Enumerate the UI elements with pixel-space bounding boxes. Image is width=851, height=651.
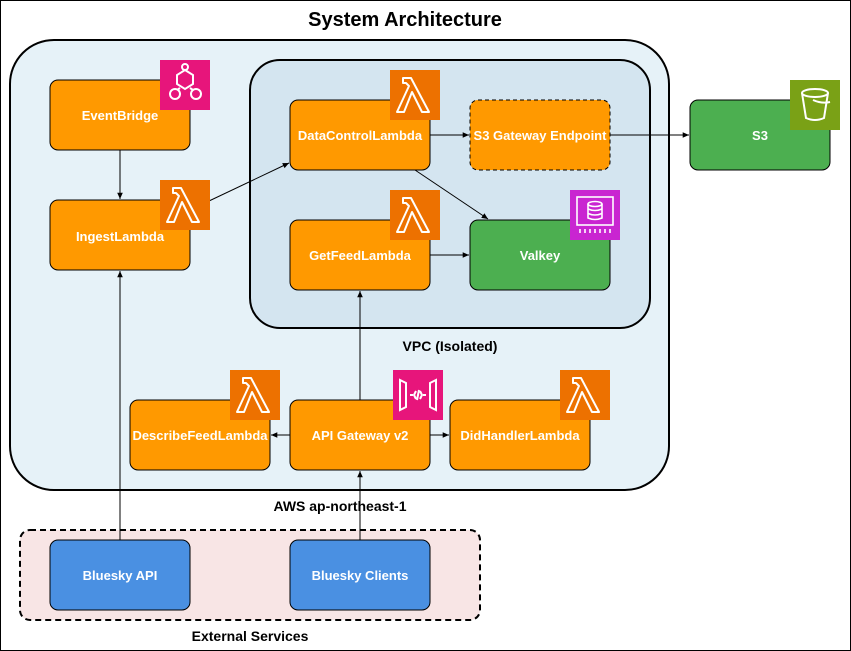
vpc-label: VPC (Isolated) xyxy=(403,338,498,354)
bluesky-clients-box xyxy=(289,539,431,611)
external-services-label: External Services xyxy=(192,628,309,644)
node-ingest-lambda[interactable]: IngestLambda xyxy=(49,199,191,271)
valkey-label: Valkey xyxy=(520,248,561,263)
elasticache-icon xyxy=(570,190,620,240)
node-bluesky-api[interactable]: Bluesky API xyxy=(49,539,191,611)
eventbridge-label: EventBridge xyxy=(82,108,159,123)
eventbridge-icon xyxy=(160,60,210,110)
node-s3-gateway-endpoint[interactable]: S3 Gateway Endpoint xyxy=(469,99,611,171)
api-gateway-label: API Gateway v2 xyxy=(312,428,409,443)
lambda-icon xyxy=(160,180,210,230)
node-eventbridge[interactable]: EventBridge xyxy=(49,79,191,151)
api-gateway-icon xyxy=(393,370,443,420)
eventbridge-box xyxy=(49,79,191,151)
data-control-lambda-label: DataControlLambda xyxy=(298,128,423,143)
s3-bucket-icon xyxy=(790,80,840,130)
node-did-handler-lambda[interactable]: DidHandlerLambda xyxy=(449,399,591,471)
lambda-icon xyxy=(390,70,440,120)
describe-feed-lambda-label: DescribeFeedLambda xyxy=(132,428,268,443)
ingest-lambda-label: IngestLambda xyxy=(76,229,165,244)
did-handler-lambda-box xyxy=(449,399,591,471)
s3-label: S3 xyxy=(752,128,768,143)
lambda-icon xyxy=(230,370,280,420)
diagram-title: System Architecture xyxy=(308,9,502,31)
s3-gateway-endpoint-label: S3 Gateway Endpoint xyxy=(474,128,608,143)
node-bluesky-clients[interactable]: Bluesky Clients xyxy=(289,539,431,611)
lambda-icon xyxy=(390,190,440,240)
edges xyxy=(117,132,689,540)
ingest-lambda-box xyxy=(49,199,191,271)
did-handler-lambda-label: DidHandlerLambda xyxy=(460,428,580,443)
s3-gateway-endpoint-box xyxy=(469,99,611,171)
edge-datacontrollambda-valkey xyxy=(414,169,489,220)
bluesky-api-label: Bluesky API xyxy=(83,568,158,583)
get-feed-lambda-label: GetFeedLambda xyxy=(309,248,412,263)
bluesky-api-box xyxy=(49,539,191,611)
bluesky-clients-label: Bluesky Clients xyxy=(312,568,409,583)
aws-region-label: AWS ap-northeast-1 xyxy=(273,498,406,514)
lambda-icon xyxy=(560,370,610,420)
